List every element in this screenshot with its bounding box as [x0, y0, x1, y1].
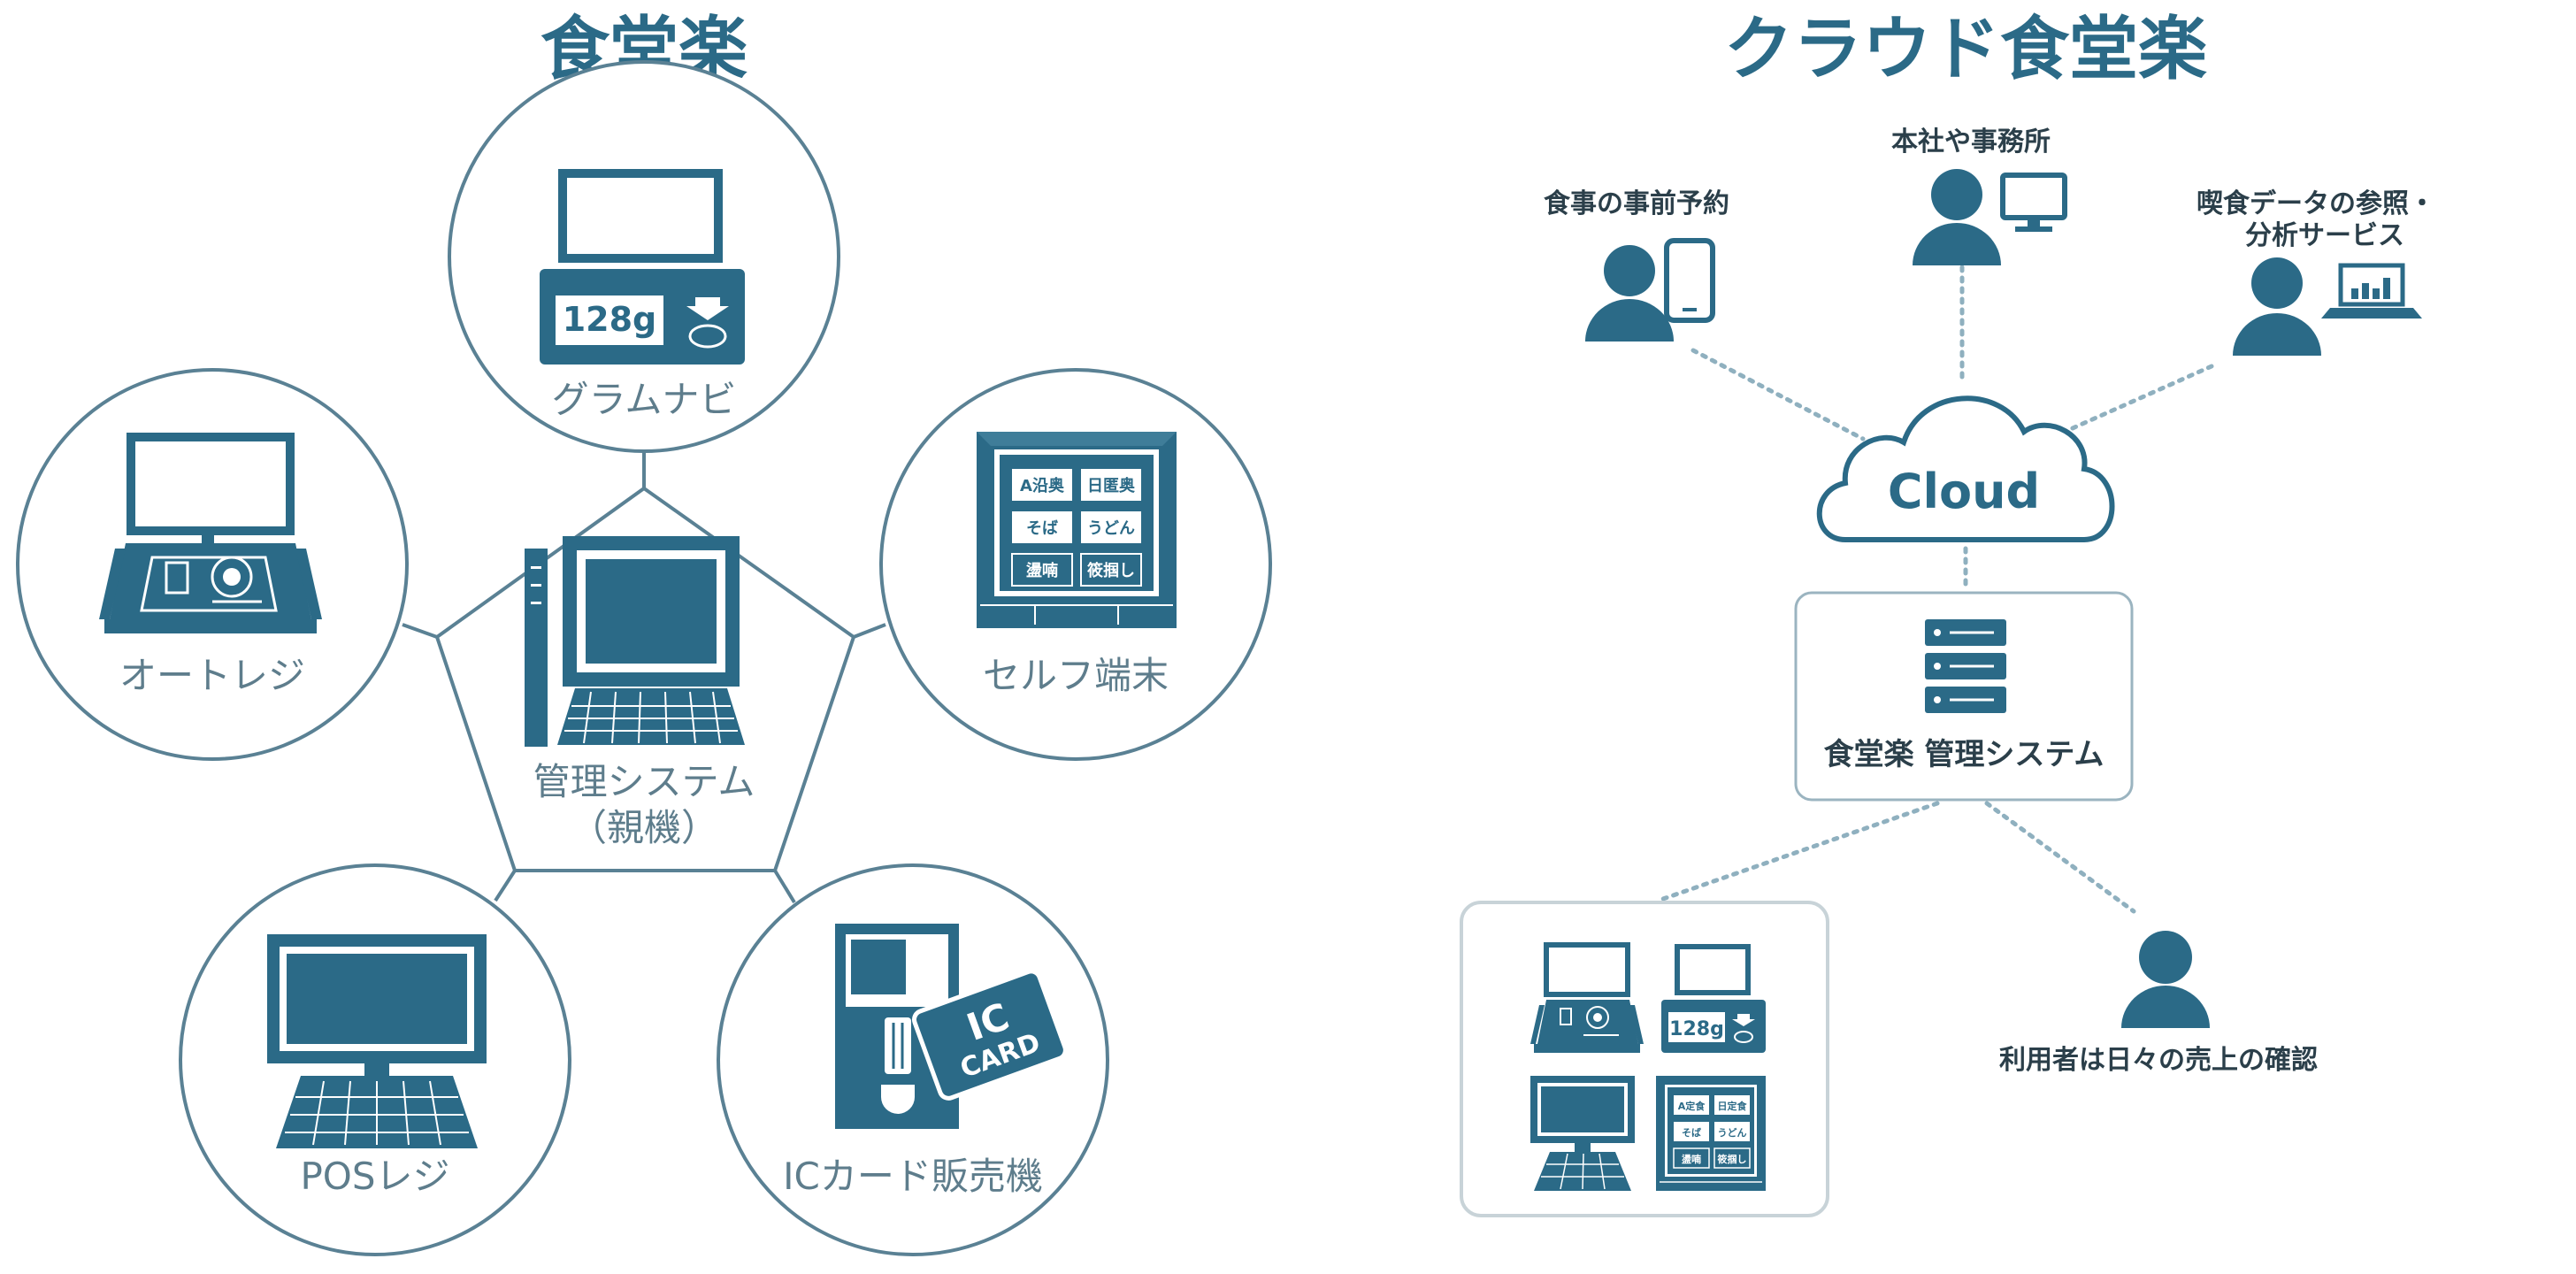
pos-register-node: POSレジ — [179, 863, 571, 1256]
reservation-user: 食事の事前予約 — [1544, 188, 1729, 342]
mini-scale-icon: 128g — [1661, 944, 1766, 1053]
mini-self-button-6: 筱掴し — [1718, 1153, 1747, 1165]
mini-self-button-1: A定食 — [1678, 1100, 1706, 1112]
cloud-icon — [1816, 395, 2115, 542]
auto-register-icon — [99, 433, 322, 633]
pos-register-icon — [267, 934, 487, 1148]
management-system-label: 管理システム — [533, 760, 755, 803]
cloud-node: Cloud — [1816, 395, 2115, 542]
office-user: 本社や事務所 — [1891, 127, 2067, 265]
self-button-2: 日匿奥 — [1087, 476, 1136, 495]
mini-self-button-2: 日定食 — [1718, 1100, 1748, 1112]
pos-register-label: POSレジ — [300, 1155, 449, 1198]
self-button-3: そば — [1026, 519, 1058, 538]
mini-self-terminal-icon: A定食 日定食 そば うどん 盪喃 筱掴し — [1656, 1076, 1766, 1191]
server-icon — [1925, 619, 2006, 713]
scale-reading: 128g — [563, 300, 657, 339]
self-button-6: 筱掴し — [1087, 561, 1135, 580]
mini-self-button-5: 盪喃 — [1682, 1153, 1701, 1165]
owner-label: 利用者は日々の売上の確認 — [1999, 1045, 2318, 1076]
person-with-phone-icon — [1585, 238, 1715, 342]
person-with-laptop-icon — [2233, 257, 2422, 356]
right-title: クラウド食堂楽 — [1724, 10, 2207, 89]
self-button-4: うどん — [1087, 519, 1135, 538]
owner-user: 利用者は日々の売上の確認 — [1999, 931, 2318, 1076]
mini-self-button-3: そば — [1682, 1126, 1701, 1139]
cloud-management-system: 食堂楽 管理システム — [1794, 591, 2134, 802]
desktop-pc-icon — [525, 536, 745, 747]
pentagon-connections — [402, 449, 886, 904]
management-system-sublabel: （親機） — [570, 806, 718, 849]
management-system-node: 管理システム （親機） — [525, 536, 755, 849]
mini-scale-reading: 128g — [1669, 1018, 1724, 1040]
server-label: 食堂楽 管理システム — [1824, 737, 2104, 772]
devices-panel: 128g — [1460, 901, 1829, 1217]
person-with-monitor-icon — [1913, 169, 2067, 265]
mini-pos-icon — [1530, 1076, 1635, 1191]
auto-register-node: オートレジ — [16, 368, 409, 761]
self-button-1: A沿奥 — [1020, 476, 1065, 495]
ic-card-vending-node: IC CARD ICカード販売機 — [717, 863, 1109, 1256]
reservation-label: 食事の事前予約 — [1544, 188, 1729, 219]
scale-icon: 128g — [540, 169, 745, 365]
ic-card-icon: IC CARD — [911, 969, 1068, 1101]
mini-auto-register-icon — [1530, 942, 1644, 1053]
gram-navi-label: グラムナビ — [552, 378, 737, 421]
self-terminal-node: A沿奥 日匿奥 そば うどん 盪喃 筱掴し セルフ端末 — [879, 368, 1272, 761]
analytics-label-2: 分析サービス — [2245, 220, 2404, 251]
analytics-label-1: 喫食データの参照・ — [2196, 188, 2435, 219]
office-label: 本社や事務所 — [1891, 127, 2051, 157]
cloud-connections — [1660, 265, 2214, 914]
analytics-user: 喫食データの参照・ 分析サービス — [2196, 188, 2435, 356]
self-terminal-icon: A沿奥 日匿奥 そば うどん 盪喃 筱掴し — [977, 432, 1177, 628]
self-button-5: 盪喃 — [1026, 561, 1058, 580]
gram-navi-node: 128g グラムナビ — [448, 60, 840, 453]
person-icon — [2121, 931, 2210, 1028]
cloud-label: Cloud — [1888, 464, 2040, 519]
mini-self-button-4: うどん — [1718, 1127, 1747, 1139]
auto-register-label: オートレジ — [119, 654, 305, 697]
self-terminal-label: セルフ端末 — [983, 654, 1169, 697]
ic-card-vending-label: ICカード販売機 — [783, 1155, 1043, 1198]
